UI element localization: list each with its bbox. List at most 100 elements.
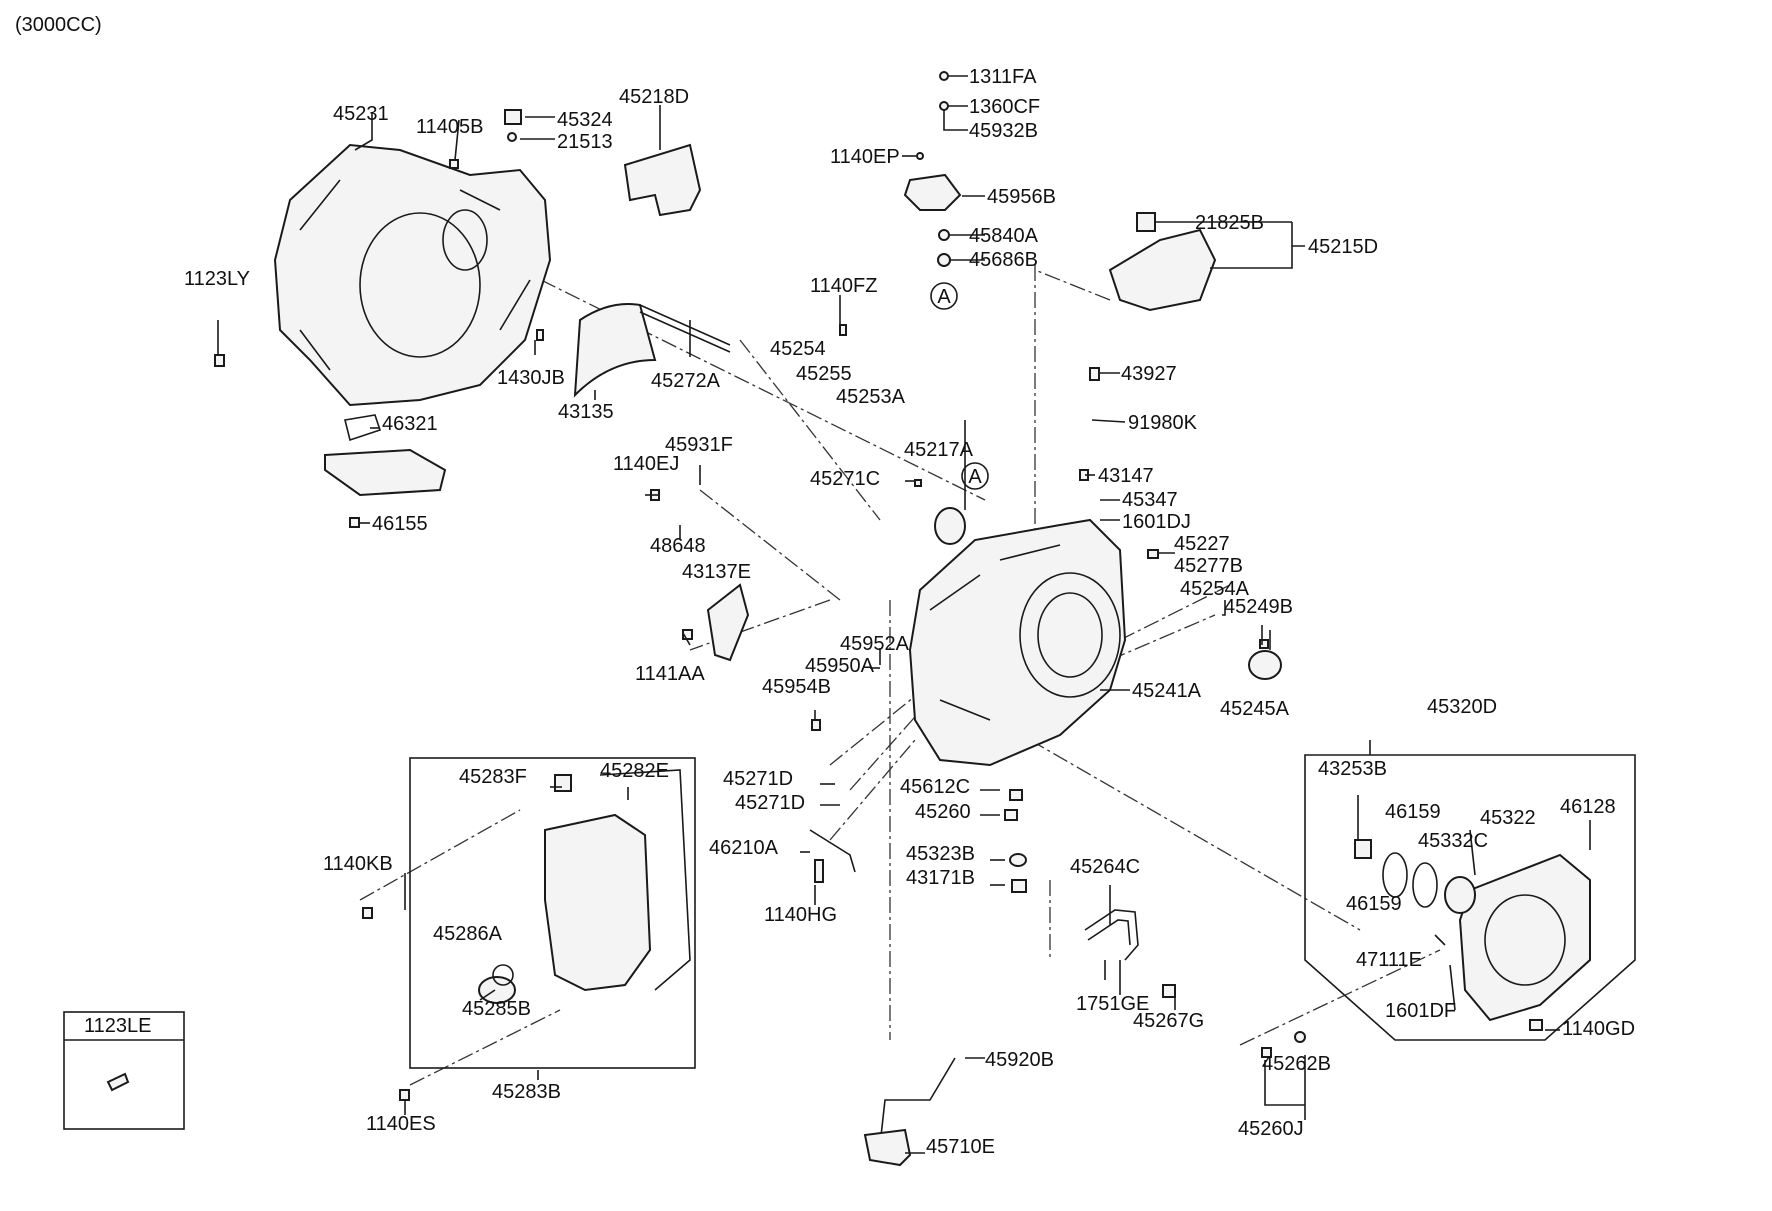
part-label: 43137E xyxy=(682,561,751,583)
part-label: 1140EP xyxy=(830,146,900,168)
part-label: 45245A xyxy=(1220,698,1290,720)
cover-45320D xyxy=(1382,852,1591,1022)
lever-46210A xyxy=(809,829,856,873)
part-label: 45322 xyxy=(1480,807,1536,829)
rod-45272A xyxy=(639,304,731,353)
seal-45332C xyxy=(1444,876,1476,914)
part-label: 45952A xyxy=(840,633,910,655)
part-label: 45950A xyxy=(805,655,875,677)
part-label: 1123LY xyxy=(184,268,250,290)
part-label: 45249B xyxy=(1224,596,1293,618)
leader-lines xyxy=(217,75,1591,1154)
shield-43135 xyxy=(573,303,657,398)
part-label: 45954B xyxy=(762,676,831,698)
part-label: 45264C xyxy=(1070,856,1140,878)
hose-45264C xyxy=(1084,909,1139,961)
sensor-45710E xyxy=(863,1128,912,1167)
part-label: 45231 xyxy=(333,103,389,125)
part-label: 46159 xyxy=(1346,893,1402,915)
part-label: 1140EJ xyxy=(613,453,679,475)
oring-46159b xyxy=(1412,862,1438,908)
part-label: 45271D xyxy=(735,792,805,814)
part-label: 45272A xyxy=(651,370,721,392)
part-label: 45324 xyxy=(557,109,613,131)
box-1123LE xyxy=(63,1011,185,1130)
part-label: 43135 xyxy=(558,401,614,423)
case-45241A xyxy=(908,518,1127,767)
bracket-45215D xyxy=(1108,228,1217,312)
part-label: 45920B xyxy=(985,1049,1054,1071)
part-label: 47111E xyxy=(1356,949,1422,971)
callout-a-mid-text: A xyxy=(968,466,982,488)
part-label: 45282E xyxy=(600,760,669,782)
part-label: 45255 xyxy=(796,363,852,385)
part-label: 1140FZ xyxy=(810,275,877,297)
part-label: 45931F xyxy=(665,434,733,456)
part-label: 1140GD xyxy=(1562,1018,1635,1040)
part-label: 45840A xyxy=(969,225,1039,247)
seal-45245A xyxy=(1248,650,1282,680)
part-label: 45686B xyxy=(969,249,1038,271)
seal-45217A xyxy=(934,507,966,545)
part-label: 21825B xyxy=(1195,212,1264,234)
callout-a-top-text: A xyxy=(937,286,951,308)
guard-43137E xyxy=(706,583,750,662)
part-label: 1123LE xyxy=(84,1015,151,1037)
part-label: 45254 xyxy=(770,338,826,360)
part-label: 45271C xyxy=(810,468,880,490)
part-label: 1430JB xyxy=(497,367,565,389)
engine-label: (3000CC) xyxy=(15,14,102,36)
part-label: 46210A xyxy=(709,837,779,859)
part-label: 43171B xyxy=(906,867,975,889)
part-label: 45227 xyxy=(1174,533,1230,555)
cable-45920B xyxy=(879,1057,956,1146)
part-label: 45283F xyxy=(459,766,527,788)
box-45320D xyxy=(1304,754,1636,1041)
filter-46321 xyxy=(324,448,447,497)
callout-a-top xyxy=(930,282,958,310)
part-labels: 45231 11405B 45324 21513 45218D 1311FA 1… xyxy=(84,66,1635,1158)
part-label: 1311FA xyxy=(969,66,1037,88)
part-label: 45218D xyxy=(619,86,689,108)
part-label: 1360CF xyxy=(969,96,1040,118)
bolt-1123LE xyxy=(106,1072,130,1092)
part-label: 45710E xyxy=(926,1136,995,1158)
part-label: 45347 xyxy=(1122,489,1178,511)
part-label: 1601DF xyxy=(1385,1000,1456,1022)
part-label: 45253A xyxy=(836,386,906,408)
part-label: 45217A xyxy=(904,439,974,461)
callout-a-mid xyxy=(961,462,989,490)
bellhousing-45231 xyxy=(273,143,552,407)
part-label: 45612C xyxy=(900,776,970,798)
part-label: 43927 xyxy=(1121,363,1177,385)
part-label: 45260 xyxy=(915,801,971,823)
part-label: 45260J xyxy=(1238,1118,1304,1140)
block-21825B xyxy=(1136,212,1156,232)
oring-46159 xyxy=(1382,852,1408,898)
part-label: 45254A xyxy=(1180,578,1250,600)
part-label: 43253B xyxy=(1318,758,1387,780)
part-label: 1601DJ xyxy=(1122,511,1191,533)
part-label: 46321 xyxy=(382,413,438,435)
part-label: 45277B xyxy=(1174,555,1243,577)
part-label: 45956B xyxy=(987,186,1056,208)
part-label: 45285B xyxy=(462,998,531,1020)
part-label: 45286A xyxy=(433,923,503,945)
part-label: 91980K xyxy=(1128,412,1198,434)
fasteners xyxy=(214,71,1543,1101)
part-label: 1140KB xyxy=(323,853,393,875)
part-label: 46159 xyxy=(1385,801,1441,823)
part-label: 45332C xyxy=(1418,830,1488,852)
part-label: 1140ES xyxy=(366,1113,436,1135)
part-label: 1141AA xyxy=(635,663,705,685)
bracket-46321 xyxy=(344,414,382,442)
part-label: 45283B xyxy=(492,1081,561,1103)
part-label: 46128 xyxy=(1560,796,1616,818)
part-label: 1140HG xyxy=(764,904,837,926)
part-label: 11405B xyxy=(416,116,483,138)
part-label: 45241A xyxy=(1132,680,1202,702)
part-label: 45215D xyxy=(1308,236,1378,258)
part-label: 45267G xyxy=(1133,1010,1204,1032)
part-label: 48648 xyxy=(650,535,706,557)
box-45283B xyxy=(409,757,696,1069)
